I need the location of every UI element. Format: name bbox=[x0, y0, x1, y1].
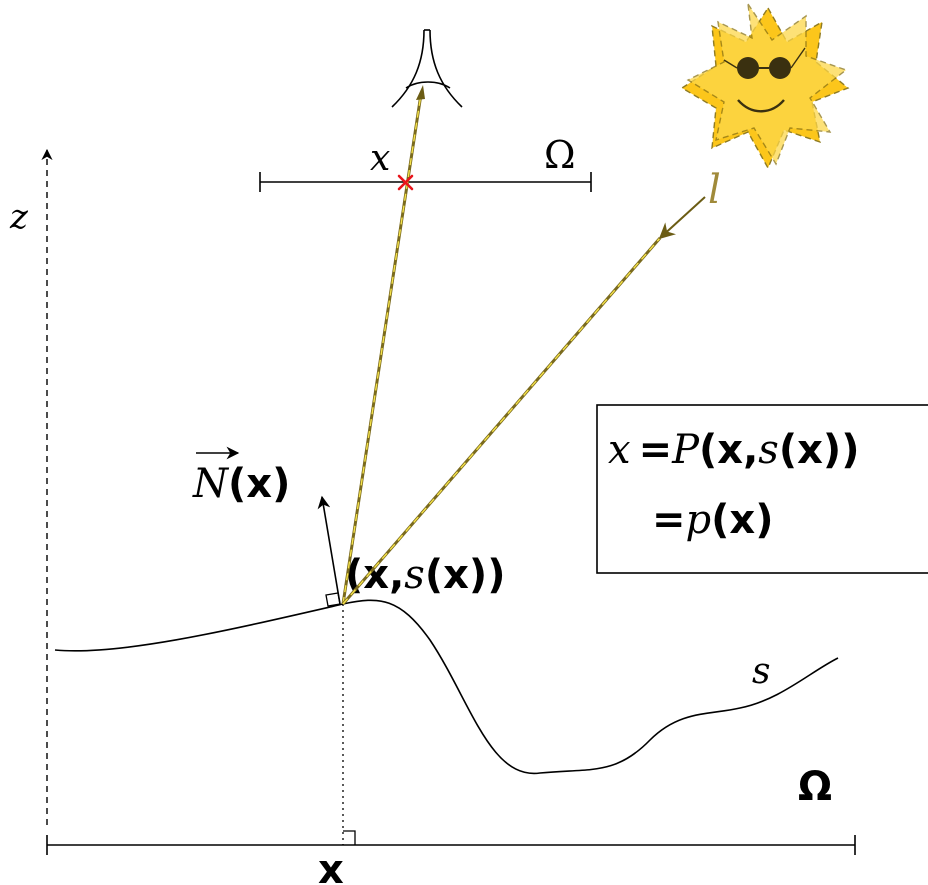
z-axis-label: z bbox=[9, 197, 29, 237]
equation-box bbox=[596, 404, 928, 574]
surface-label: s bbox=[752, 651, 770, 692]
screen-domain-label: Ω bbox=[544, 133, 576, 177]
ground-domain-label: Ω bbox=[798, 764, 832, 810]
view-ray-arrowhead bbox=[416, 85, 425, 100]
view-ray-inner bbox=[342, 93, 422, 605]
light-direction-arrow bbox=[658, 196, 706, 240]
surface-right-angle bbox=[325, 592, 341, 607]
ground-right-angle bbox=[343, 830, 356, 845]
light-ray-inner bbox=[342, 237, 661, 605]
light-label: l bbox=[708, 167, 721, 213]
screen-point-label: x bbox=[370, 138, 390, 179]
sun-icon bbox=[680, 3, 850, 170]
cross-marker-icon bbox=[397, 174, 414, 191]
equation-line-2: =p(x) bbox=[652, 497, 774, 543]
surface-curve bbox=[54, 599, 839, 775]
eye-icon bbox=[391, 29, 463, 108]
normal-vector bbox=[317, 495, 341, 605]
equation-line-1: x=P(x,s(x)) bbox=[608, 427, 859, 473]
normal-label: N(x) bbox=[192, 461, 290, 507]
ground-point-label: x bbox=[318, 847, 344, 885]
